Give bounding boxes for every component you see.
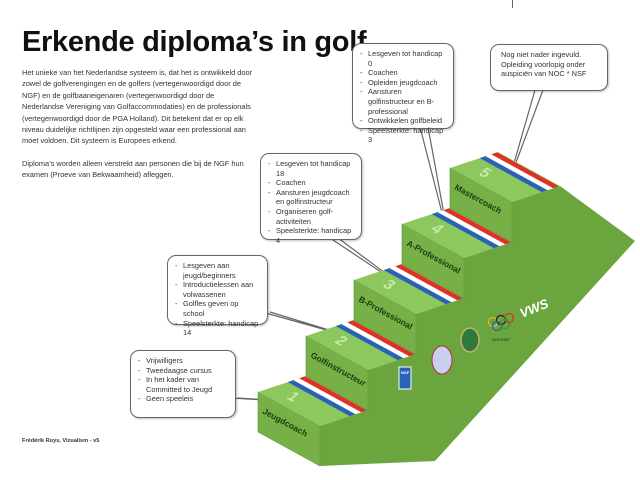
callout-item: Tweedaagse cursus: [138, 366, 229, 376]
flag-stripe: [485, 154, 554, 191]
callout-item: Ontwikkelen golfbeleid: [360, 116, 447, 126]
step-top-face: [354, 264, 464, 314]
flag-stripe: [389, 266, 458, 303]
page-title: Erkende diploma’s in golf: [22, 26, 367, 58]
callout-item: Lesgeven tot handicap 18: [268, 159, 355, 178]
flag-stripe: [293, 378, 362, 415]
step-top-face: [402, 208, 512, 258]
callout-jeugdcoach: Vrijwilligers Tweedaagse cursus In het k…: [130, 350, 236, 418]
callout-item: Speelsterkte: handicap 3: [360, 126, 447, 145]
flag-stripe: [443, 208, 512, 245]
ngf-logo: [398, 366, 412, 390]
intro-paragraph: Het unieke van het Nederlandse systeem i…: [22, 68, 253, 146]
intro-paragraph: Diploma’s worden alleen verstrekt aan pe…: [22, 158, 244, 180]
callout-item: Speelsterkte: handicap 14: [175, 319, 261, 338]
ngf-logo-text: NGF: [401, 370, 410, 375]
flag-stripe: [347, 320, 416, 357]
flag-stripe: [479, 156, 548, 193]
callout-mastercoach: Nog niet nader ingevuld. Opleiding voorl…: [490, 44, 608, 91]
olympic-ring-icon: [499, 318, 511, 330]
flag-stripe: [431, 212, 500, 249]
step-top-face: [258, 376, 368, 426]
flag-stripe: [383, 268, 452, 305]
callout-item: Aansturen golfinstructeur en B-professio…: [360, 87, 447, 116]
flag-stripe: [437, 210, 506, 247]
callout-golfinstructeur: Lesgeven aan jeugd/beginners Introductie…: [167, 255, 268, 337]
flag-stripe: [335, 324, 404, 361]
pga-holland-logo: [431, 345, 453, 375]
page-edge-mark: [512, 0, 513, 8]
flag-stripe: [299, 376, 368, 413]
callout-text: Nog niet nader ingevuld. Opleiding voorl…: [501, 50, 587, 79]
flag-stripe: [491, 152, 560, 189]
intro-text: Het unieke van het Nederlandse systeem i…: [22, 67, 254, 192]
callout-item: Golfles geven op school: [175, 299, 261, 318]
callout-item: Speelsterkte: handicap 4: [268, 226, 355, 245]
callout-item: Vrijwilligers: [138, 356, 229, 366]
callout-item: Lesgeven aan jeugd/beginners: [175, 261, 261, 280]
callout-item: Opleiden jeugdcoach: [360, 78, 447, 88]
callout-item: Coachen: [268, 178, 355, 188]
flag-stripe: [287, 380, 356, 417]
callout-item: Lesgeven tot handicap 0: [360, 49, 447, 68]
callout-item: Geen speeleis: [138, 394, 229, 404]
staircase-side-face: [320, 186, 635, 466]
callout-b-professional: Lesgeven tot handicap 18 Coachen Aanstur…: [260, 153, 362, 245]
step-top-face: [306, 320, 416, 370]
callout-item: Introductielessen aan volwassenen: [175, 280, 261, 299]
nvg-logo: [460, 327, 480, 353]
flag-stripe: [395, 264, 464, 301]
nocnsf-logo-text: NOC*NSF: [492, 338, 510, 342]
footer-credit: Frédérik Ruys, Vizualism - v5: [22, 438, 100, 444]
callout-item: In het kader van Committed to Jeugd: [138, 375, 229, 394]
step-top-face: [450, 152, 560, 202]
callout-a-professional: Lesgeven tot handicap 0 Coachen Opleiden…: [352, 43, 454, 144]
callout-item: Organiseren golf-activiteiten: [268, 207, 355, 226]
callout-item: Coachen: [360, 68, 447, 78]
callout-item: Aansturen jeugdcoach en golfinstructeur: [268, 188, 355, 207]
flag-stripe: [341, 322, 410, 359]
